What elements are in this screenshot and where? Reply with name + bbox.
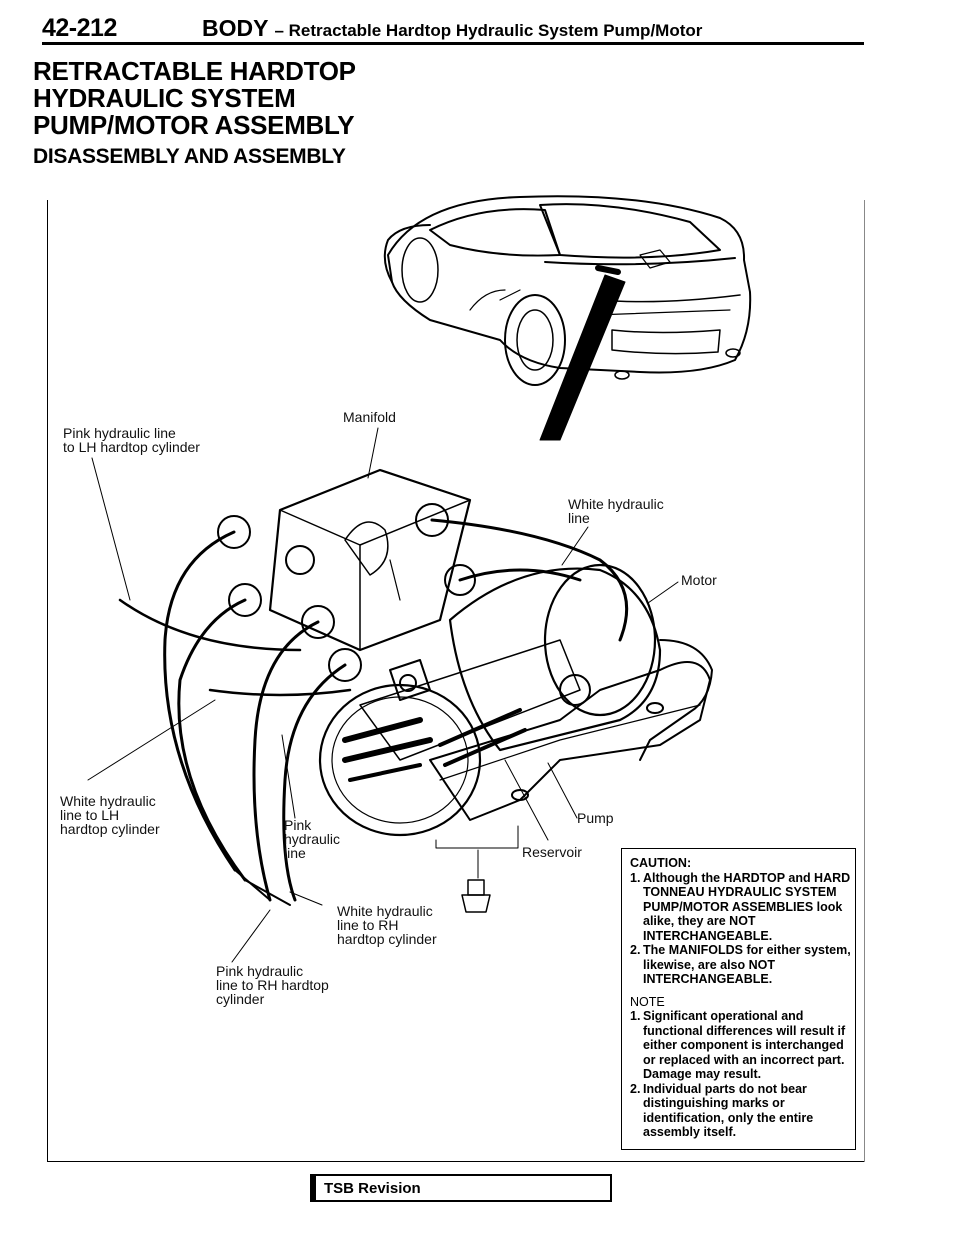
figure-frame-left xyxy=(47,200,48,1162)
label-motor: Motor xyxy=(681,572,717,588)
item-number: 2. xyxy=(630,1081,641,1096)
item-number: 2. xyxy=(630,943,641,957)
label-line: hardtop cylinder xyxy=(337,931,437,947)
item-number: 1. xyxy=(630,870,641,885)
label-line: Pink hydraulic xyxy=(216,963,304,979)
label-line: cylinder xyxy=(216,991,265,1007)
label-white-line: White hydraulic line xyxy=(568,497,664,525)
item-text: Although the HARDTOP and HARD TONNEAU HY… xyxy=(643,870,851,943)
label-pink-lh-line: Pink hydraulic line to LH hardtop cylind… xyxy=(63,426,200,454)
car-illustration xyxy=(383,195,752,386)
figure-frame-bottom xyxy=(47,1161,864,1162)
caution-heading: CAUTION: xyxy=(630,856,692,870)
item-number: 1. xyxy=(630,1009,641,1023)
label-line: White hydraulic xyxy=(60,793,156,809)
label-pump: Pump xyxy=(577,810,614,826)
leader-lines xyxy=(87,427,679,963)
label-line: line to LH xyxy=(60,807,120,823)
item-text: Individual parts do not bear distinguish… xyxy=(643,1081,814,1140)
page-header: 42-212 BODY – Retractable Hardtop Hydrau… xyxy=(42,12,864,45)
label-line: line to RH xyxy=(337,917,399,933)
item-text: The MANIFOLDS for either system, likewis… xyxy=(643,943,851,986)
label-line: line to RH hardtop xyxy=(216,977,329,993)
document-subtitle: DISASSEMBLY AND ASSEMBLY xyxy=(33,145,346,168)
pump-motor-assembly xyxy=(118,468,713,913)
figure-frame-right xyxy=(864,200,865,1162)
note-item: 2. Individual parts do not bear distingu… xyxy=(630,1082,851,1140)
callout-wedge xyxy=(539,274,626,441)
label-line: White hydraulic xyxy=(568,496,664,512)
label-manifold: Manifold xyxy=(343,409,396,425)
page-number: 42-212 xyxy=(42,14,117,42)
note-heading: NOTE xyxy=(630,994,665,1009)
item-text: Significant operational and functional d… xyxy=(643,1009,846,1081)
section-name: BODY xyxy=(202,15,269,41)
label-line: White hydraulic xyxy=(337,903,433,919)
label-pink-line: Pink hydraulic line xyxy=(284,818,340,860)
title-line-2: HYDRAULIC SYSTEM xyxy=(33,83,296,113)
label-line: hydraulic xyxy=(284,831,341,847)
label-line: line xyxy=(568,510,590,526)
title-line-1: RETRACTABLE HARDTOP xyxy=(33,56,356,86)
label-line: Pink xyxy=(284,817,312,833)
document-title: RETRACTABLE HARDTOP HYDRAULIC SYSTEM PUM… xyxy=(33,58,356,139)
header-section: BODY – Retractable Hardtop Hydraulic Sys… xyxy=(202,15,702,42)
label-reservoir: Reservoir xyxy=(522,844,582,860)
label-line: to LH hardtop cylinder xyxy=(63,439,200,455)
label-line: line xyxy=(284,845,306,861)
label-white-lh-line: White hydraulic line to LH hardtop cylin… xyxy=(60,794,160,836)
caution-box: CAUTION: 1. Although the HARDTOP and HAR… xyxy=(621,848,856,1150)
header-subtitle: – Retractable Hardtop Hydraulic System P… xyxy=(274,21,703,40)
note-item: 1. Significant operational and functiona… xyxy=(630,1009,851,1082)
label-line: hardtop cylinder xyxy=(60,821,160,837)
caution-item: 2. The MANIFOLDS for either system, like… xyxy=(630,943,851,987)
tsb-revision-box: TSB Revision xyxy=(310,1174,612,1202)
label-pink-rh-line: Pink hydraulic line to RH hardtop cylind… xyxy=(216,964,329,1006)
caution-item: 1. Although the HARDTOP and HARD TONNEAU… xyxy=(630,871,851,944)
title-line-3: PUMP/MOTOR ASSEMBLY xyxy=(33,110,355,140)
label-line: Pink hydraulic line xyxy=(63,425,176,441)
label-white-rh-line: White hydraulic line to RH hardtop cylin… xyxy=(337,904,437,946)
